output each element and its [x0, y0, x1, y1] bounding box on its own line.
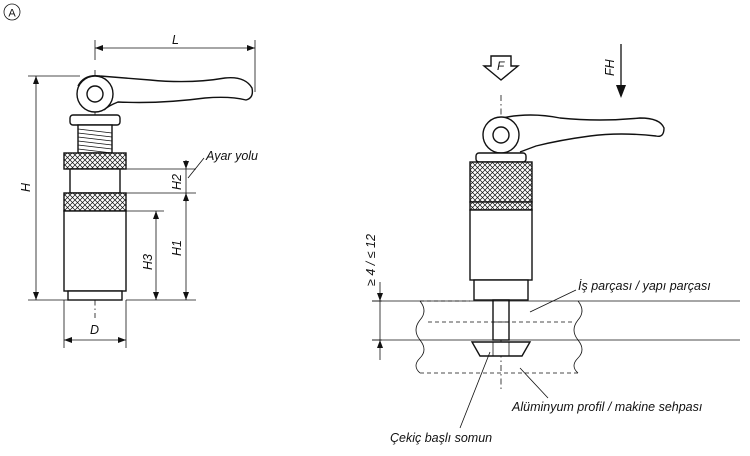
- dim-h1-arrow-bottom: [183, 292, 189, 300]
- dim-d-arrow-left: [64, 337, 72, 343]
- force-fh-arrow: [616, 85, 626, 98]
- workpiece-label: İş parçası / yapı parçası: [578, 279, 711, 293]
- view-marker-circle: [3, 3, 21, 21]
- clamp-arrow-top: [377, 293, 383, 301]
- left-view: A L H: [3, 3, 258, 348]
- t-nut-label: Çekiç başlı somun: [390, 431, 492, 445]
- dim-h1-label: H1: [170, 240, 184, 256]
- right-lever: [501, 114, 665, 153]
- left-sleeve-end: [67, 290, 123, 301]
- left-knurl-bottom: [63, 192, 127, 212]
- dim-h-arrow-bottom: [33, 292, 39, 300]
- dim-h3-arrow-top: [153, 211, 159, 219]
- left-washer: [69, 114, 121, 126]
- profile-label: Alüminyum profil / makine sehpası: [511, 400, 702, 414]
- workpiece-break-left: [415, 300, 425, 341]
- force-fh-label: FH: [603, 58, 617, 76]
- right-washer: [475, 152, 527, 163]
- dim-h-arrow-top: [33, 76, 39, 84]
- dim-l-arrow-right: [247, 45, 255, 51]
- clamp-arrow-bottom: [377, 340, 383, 348]
- force-f-label: F: [497, 59, 505, 73]
- left-lever: [77, 75, 254, 111]
- left-neck: [69, 168, 121, 194]
- profile-break-right: [573, 339, 583, 374]
- right-sleeve: [469, 209, 533, 281]
- right-bolt: [492, 299, 510, 341]
- t-nut-leader: [459, 351, 491, 429]
- view-marker-text: A: [8, 8, 16, 20]
- right-sleeve-end: [473, 279, 529, 301]
- adjust-path-label: Ayar yolu: [205, 149, 258, 163]
- right-knurl-top: [469, 161, 533, 203]
- dim-h-label: H: [19, 182, 33, 192]
- profile-break-left: [415, 339, 425, 374]
- left-spring-coils: [77, 128, 113, 154]
- dim-h3-label: H3: [141, 254, 155, 270]
- clamp-range-label: ≥ 4 / ≤ 12: [364, 234, 378, 286]
- dim-l-arrow-left: [95, 45, 103, 51]
- right-view: F FH: [364, 44, 740, 445]
- right-cam-hole: [492, 126, 510, 144]
- workpiece-leader: [529, 289, 577, 313]
- workpiece-break-right: [573, 300, 583, 341]
- left-knurl-top: [63, 152, 127, 170]
- dim-h2-label: H2: [170, 174, 184, 190]
- dim-d-arrow-right: [118, 337, 126, 343]
- left-cam-hole: [86, 85, 104, 103]
- adjust-path-leader: [187, 157, 205, 179]
- dim-d-label: D: [90, 323, 99, 337]
- dim-l-label: L: [172, 33, 179, 47]
- profile-leader: [519, 367, 549, 399]
- dim-h3-arrow-bottom: [153, 292, 159, 300]
- dim-h2-arrow-top: [183, 161, 189, 169]
- left-sleeve: [63, 210, 127, 292]
- right-knurl-bottom: [469, 201, 533, 211]
- t-nut: [470, 341, 532, 357]
- force-f-arrow: [482, 55, 520, 81]
